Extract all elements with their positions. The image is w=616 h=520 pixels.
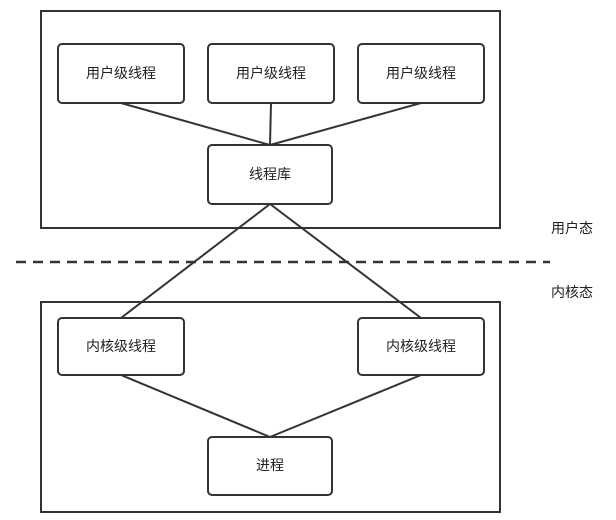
user-space-frame: [40, 10, 501, 229]
kernel-thread-label: 内核级线程: [386, 339, 456, 355]
thread-library-node: 线程库: [207, 144, 333, 205]
kernel-thread-label: 内核级线程: [86, 339, 156, 355]
edge-kernel-thread-1-to-process: [120, 374, 271, 438]
kernel-thread-node: 内核级线程: [357, 317, 485, 376]
edge-user-thread-1-to-library: [120, 102, 271, 146]
user-thread-label: 用户级线程: [236, 65, 306, 82]
user-thread-label: 用户级线程: [386, 65, 456, 82]
user-space-label: 用户态: [551, 220, 593, 237]
process-node: 进程: [207, 436, 333, 496]
kernel-space-label: 内核态: [551, 285, 593, 301]
user-thread-node: 用户级线程: [357, 43, 485, 104]
kernel-thread-node: 内核级线程: [57, 317, 185, 376]
user-thread-node: 用户级线程: [57, 43, 185, 104]
edge-kernel-thread-2-to-process: [269, 374, 422, 438]
process-label: 进程: [256, 458, 284, 474]
thread-library-label: 线程库: [249, 167, 291, 183]
edge-user-thread-3-to-library: [269, 102, 422, 146]
edge-user-thread-2-to-library: [269, 102, 272, 146]
user-thread-node: 用户级线程: [207, 43, 335, 104]
user-thread-label: 用户级线程: [86, 65, 156, 82]
kernel-space-frame: [40, 301, 501, 513]
